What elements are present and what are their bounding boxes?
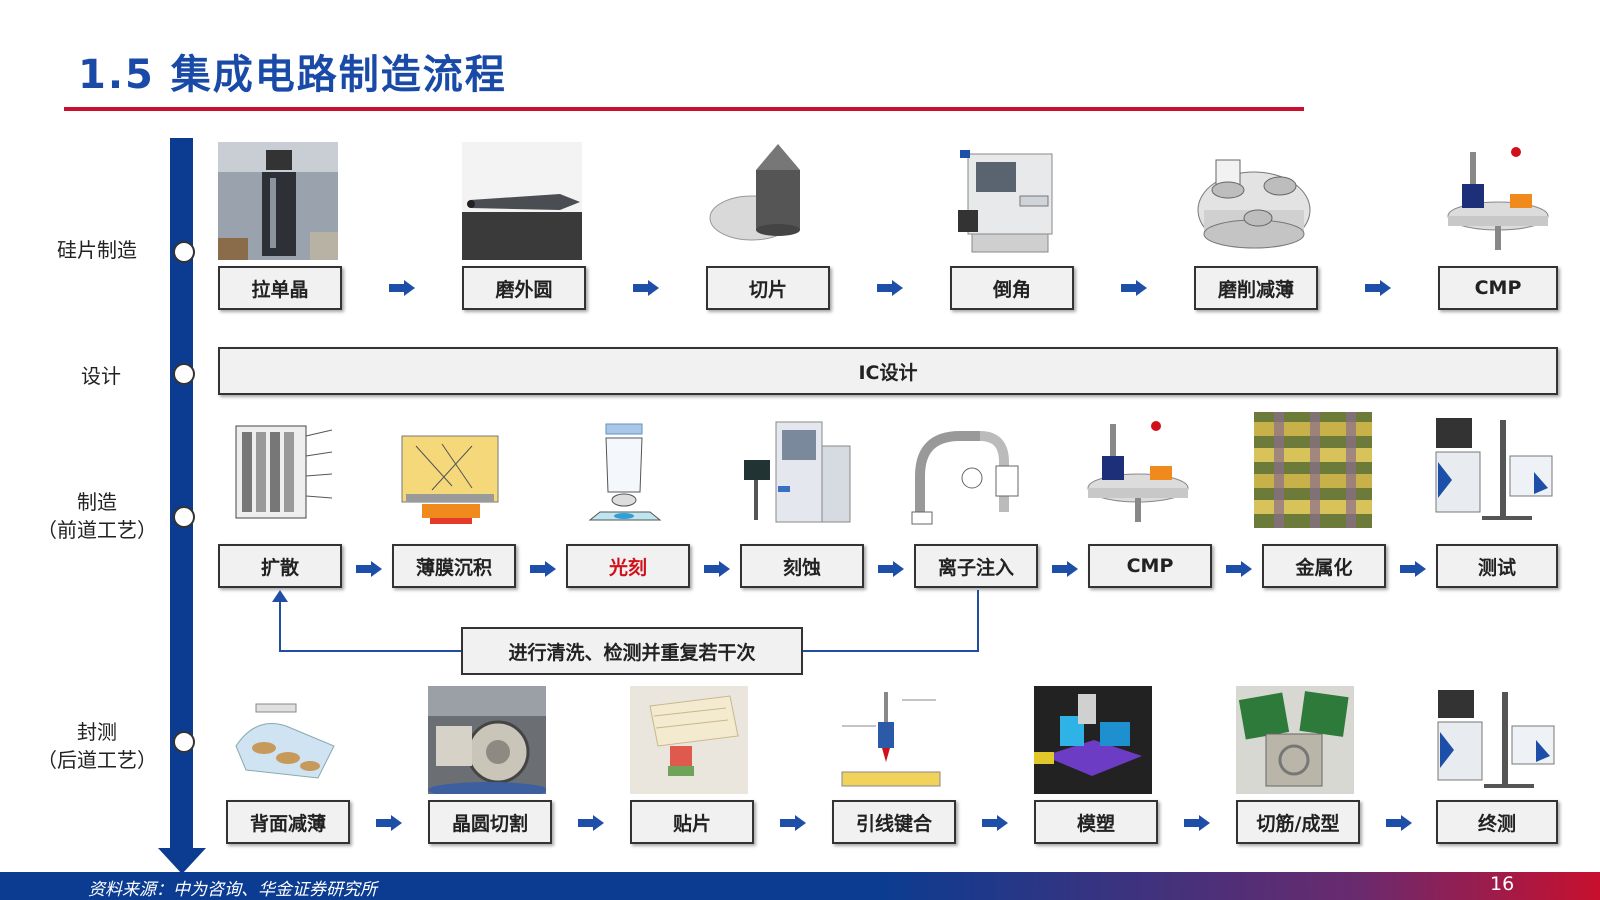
flow-arrow-icon xyxy=(1400,561,1426,577)
page-number: 16 xyxy=(1490,873,1515,895)
tester-machine-image xyxy=(1430,412,1556,528)
footer-bar xyxy=(0,872,1600,900)
timeline-node-wafer xyxy=(173,241,195,263)
flow-arrow-icon xyxy=(1184,815,1210,831)
title-underline xyxy=(64,107,1304,111)
flow-arrow-icon xyxy=(1226,561,1252,577)
wire-bonding-diagram-image xyxy=(832,686,950,794)
wafer-step-1: 拉单晶 xyxy=(218,266,342,310)
flow-arrow-icon xyxy=(633,280,659,296)
flow-arrow-icon xyxy=(982,815,1008,831)
stage-label-front: 制造 （前道工艺） xyxy=(22,488,172,544)
front-step-8: 测试 xyxy=(1436,544,1558,588)
stage-label-front-line1: 制造 xyxy=(77,490,117,514)
front-step-6: CMP xyxy=(1088,544,1212,588)
back-step-3: 贴片 xyxy=(630,800,754,844)
cmp-diagram-image xyxy=(1438,140,1558,258)
flow-arrow-icon xyxy=(530,561,556,577)
die-attach-image xyxy=(630,686,748,794)
flow-arrow-icon xyxy=(578,815,604,831)
stage-label-wafer: 硅片制造 xyxy=(57,238,137,262)
cmp-diagram-image-2 xyxy=(1080,416,1198,528)
stage-label-design: 设计 xyxy=(81,364,121,388)
page-title: 1.5 集成电路制造流程 xyxy=(78,52,507,98)
crystal-puller-image xyxy=(218,142,338,260)
back-step-7: 终测 xyxy=(1436,800,1558,844)
stage-label-back-line2: （后道工艺） xyxy=(37,748,157,772)
flow-arrow-icon xyxy=(356,561,382,577)
backside-thinning-image xyxy=(226,686,344,794)
lapping-machine-image xyxy=(1194,140,1314,258)
edge-grinding-machine-image xyxy=(950,140,1070,258)
ingot-grinding-image xyxy=(462,142,582,260)
timeline-arrowhead xyxy=(158,848,206,874)
flow-arrow-icon xyxy=(1386,815,1412,831)
final-test-machine-image xyxy=(1432,686,1558,794)
back-step-6: 切筋/成型 xyxy=(1236,800,1360,844)
front-step-3-highlighted: 光刻 xyxy=(566,544,690,588)
timeline-node-back xyxy=(173,731,195,753)
back-step-4: 引线键合 xyxy=(832,800,956,844)
timeline-node-design xyxy=(173,363,195,385)
wafer-step-5: 磨削减薄 xyxy=(1194,266,1318,310)
wafer-step-3: 切片 xyxy=(706,266,830,310)
stage-label-front-line2: （前道工艺） xyxy=(37,518,157,542)
front-step-1: 扩散 xyxy=(218,544,342,588)
wafer-slicing-image xyxy=(706,140,826,258)
flow-arrow-icon xyxy=(389,280,415,296)
ic-design-box: IC设计 xyxy=(218,347,1558,395)
timeline-node-front xyxy=(173,506,195,528)
stage-label-back: 封测 （后道工艺） xyxy=(22,718,172,774)
back-step-5: 模塑 xyxy=(1034,800,1158,844)
loop-line-right xyxy=(977,590,979,652)
flow-arrow-icon xyxy=(704,561,730,577)
loop-line-left xyxy=(279,600,281,652)
flow-arrow-icon xyxy=(877,280,903,296)
flow-arrow-icon xyxy=(1052,561,1078,577)
source-note: 资料来源：中为咨询、华金证券研究所 xyxy=(88,880,377,900)
timeline-bar xyxy=(170,138,193,850)
etching-machine-image xyxy=(736,416,854,528)
front-step-5: 离子注入 xyxy=(914,544,1038,588)
flow-arrow-icon xyxy=(1121,280,1147,296)
trim-form-chips-image xyxy=(1236,686,1354,794)
flow-arrow-icon xyxy=(376,815,402,831)
front-step-7: 金属化 xyxy=(1262,544,1386,588)
flow-arrow-icon xyxy=(1365,280,1391,296)
wafer-step-2: 磨外圆 xyxy=(462,266,586,310)
thin-film-deposition-image xyxy=(392,416,510,528)
wafer-dicing-image xyxy=(428,686,546,794)
diffusion-furnace-image xyxy=(222,416,340,528)
ion-implanter-diagram-image xyxy=(906,416,1024,528)
back-step-1: 背面减薄 xyxy=(226,800,350,844)
loop-arrowhead-icon xyxy=(272,590,288,602)
loop-note-box: 进行清洗、检测并重复若干次 xyxy=(461,627,803,675)
stage-label-back-line1: 封测 xyxy=(77,720,117,744)
flow-arrow-icon xyxy=(780,815,806,831)
front-step-4: 刻蚀 xyxy=(740,544,864,588)
back-step-2: 晶圆切割 xyxy=(428,800,552,844)
lithography-diagram-image xyxy=(566,416,684,528)
flow-arrow-icon xyxy=(878,561,904,577)
wafer-step-6: CMP xyxy=(1438,266,1558,310)
front-step-2: 薄膜沉积 xyxy=(392,544,516,588)
wafer-step-4: 倒角 xyxy=(950,266,1074,310)
metallization-image xyxy=(1254,412,1372,528)
molding-3d-image xyxy=(1034,686,1152,794)
